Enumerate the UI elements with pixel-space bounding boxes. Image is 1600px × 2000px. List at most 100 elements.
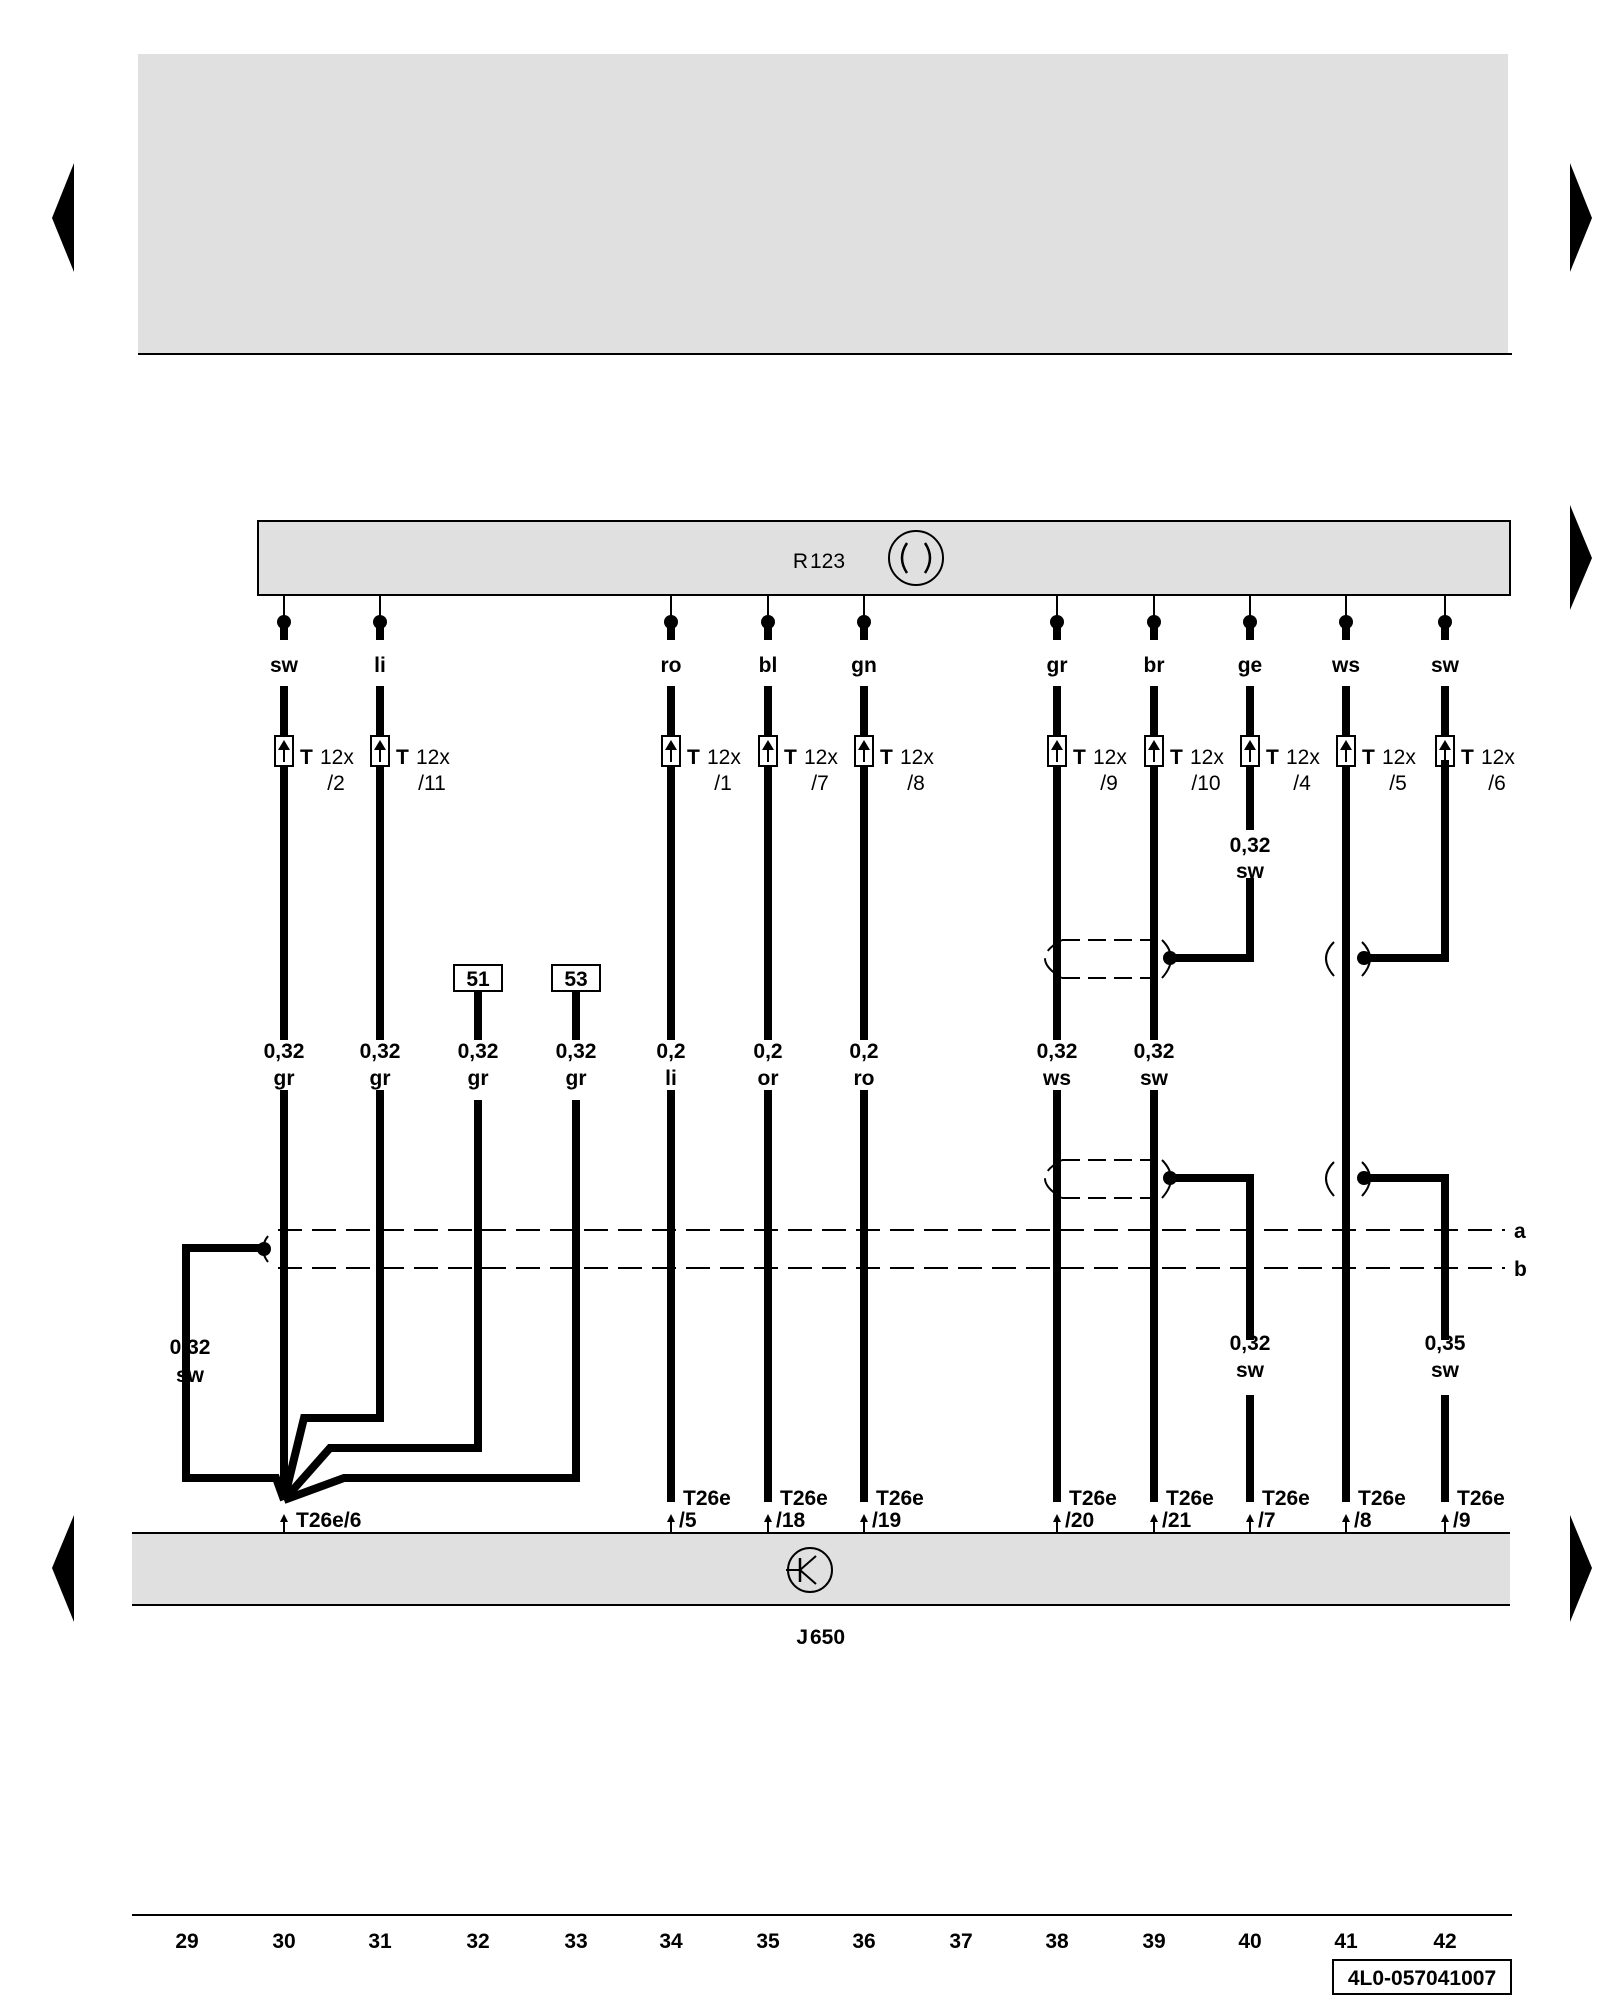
track-number: 32	[466, 1930, 489, 1953]
shield-node-39a	[1163, 951, 1177, 965]
track-number: 36	[852, 1930, 875, 1953]
reference-track-33: 53 0,32 gr	[551, 964, 601, 1090]
ecu-transistor-icon	[786, 1547, 833, 1593]
connector-subscript: 12x	[707, 746, 741, 769]
ecu-pin-arrow	[280, 1514, 288, 1522]
wire-color: ro	[854, 1067, 875, 1090]
component-j650-subscript: 650	[810, 1626, 845, 1649]
ecu-connector-label: T26e	[1457, 1487, 1505, 1510]
wire-color: sw	[1140, 1067, 1169, 1090]
wire-color-top: ro	[661, 654, 682, 677]
shield-node-39b	[1163, 1171, 1177, 1185]
connector-subscript: 12x	[1286, 746, 1320, 769]
ecu-pin-arrow	[1441, 1514, 1449, 1522]
ecu-connector-label: T26e	[1358, 1487, 1406, 1510]
reference-box[interactable]	[453, 964, 503, 992]
reference-box-label: 53	[564, 968, 587, 991]
connector-pin: /10	[1191, 772, 1220, 795]
ecu-pin-arrow	[1053, 1514, 1061, 1522]
wire-size: 0,2	[849, 1040, 878, 1063]
connector-pin: /8	[907, 772, 925, 795]
shield-wire-size: 0,32	[170, 1336, 211, 1359]
connector-prefix: T	[880, 746, 893, 769]
wire-size: 0,32	[1230, 1332, 1271, 1355]
track-number: 29	[175, 1930, 198, 1953]
wire-color-top: ge	[1238, 654, 1263, 677]
wire-track-31: liT 12x/11 0,32 gr	[360, 596, 450, 1418]
track-number: 39	[1142, 1930, 1165, 1953]
shield-node-main	[257, 1242, 271, 1256]
ecu-pin-arrow	[764, 1514, 772, 1522]
nav-left-arrow-bottom[interactable]	[52, 1515, 74, 1622]
connector-t12x	[1047, 735, 1067, 767]
track-number: 37	[949, 1930, 972, 1953]
footer-code: 4L0-057041007	[1348, 1967, 1496, 1990]
wire-color: or	[758, 1067, 779, 1090]
nav-right-arrow-top[interactable]	[1570, 163, 1592, 272]
wire-color: gr	[566, 1067, 587, 1090]
connector-prefix: T	[300, 746, 313, 769]
wire-color: gr	[370, 1067, 391, 1090]
connector-pin: /11	[418, 772, 446, 795]
connector-subscript: 12x	[1093, 746, 1127, 769]
track-number: 30	[272, 1930, 295, 1953]
connector-prefix: T	[1362, 746, 1375, 769]
merge-wires	[280, 1090, 580, 1504]
wire-size: 0,32	[556, 1040, 597, 1063]
shield-label-a: a	[1514, 1220, 1526, 1243]
wire-size: 0,35	[1425, 1332, 1466, 1355]
connector-t12x	[854, 735, 874, 767]
wire-size: 0,32	[360, 1040, 401, 1063]
wire-size: 0,2	[656, 1040, 685, 1063]
ecu-pin-label: /21	[1162, 1509, 1192, 1532]
ecu-connector-label: T26e	[780, 1487, 828, 1510]
connector-subscript: 12x	[416, 746, 450, 769]
shield-lines	[278, 1229, 1505, 1269]
component-r123-name: R	[793, 550, 808, 573]
connector-pin: /6	[1488, 772, 1506, 795]
connector-t12x	[274, 735, 294, 767]
footer-code-box	[1332, 1959, 1512, 1995]
wire-color-top: gr	[1047, 654, 1068, 677]
wire-color: ws	[1042, 1067, 1071, 1090]
connector-pin: /1	[714, 772, 732, 795]
ecu-pin-arrow	[1150, 1514, 1158, 1522]
connector-subscript: 12x	[1382, 746, 1416, 769]
shield-loops	[1044, 939, 1371, 1199]
wire-color-top: br	[1144, 654, 1165, 677]
connector-pin: /5	[1389, 772, 1407, 795]
shield-node-41a	[1357, 951, 1371, 965]
component-j650-box	[132, 1533, 1510, 1605]
wire-color: sw	[1431, 1359, 1460, 1382]
wire-color: li	[665, 1067, 677, 1090]
reference-box[interactable]	[551, 964, 601, 992]
wire-color-top: sw	[1431, 654, 1460, 677]
connector-prefix: T	[396, 746, 409, 769]
connector-subscript: 12x	[1190, 746, 1224, 769]
wire-color-top: sw	[270, 654, 299, 677]
ecu-pin-arrow	[1342, 1514, 1350, 1522]
wire-size: 0,32	[264, 1040, 305, 1063]
component-j650-name: J	[796, 1626, 808, 1649]
connector-t12x	[758, 735, 778, 767]
connector-prefix: T	[1266, 746, 1279, 769]
connector-pin: /7	[811, 772, 829, 795]
connector-prefix: T	[1461, 746, 1474, 769]
ecu-pin-label: /8	[1354, 1509, 1372, 1532]
track-number: 38	[1045, 1930, 1069, 1953]
wire-color-top: li	[374, 654, 386, 677]
nav-left-arrow-top[interactable]	[52, 163, 74, 272]
nav-right-arrow-bottom[interactable]	[1570, 1515, 1592, 1622]
nav-right-arrow-mid[interactable]	[1570, 505, 1592, 610]
wire-color-top: gn	[851, 654, 877, 677]
